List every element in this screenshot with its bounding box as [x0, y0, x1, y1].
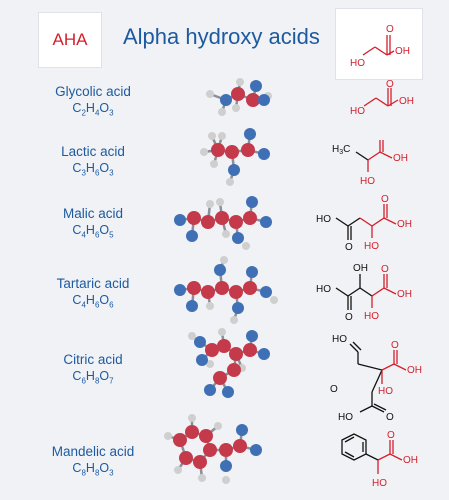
svg-text:OH: OH	[397, 219, 412, 230]
svg-text:O: O	[345, 242, 353, 253]
acid-name: Glycolic acid	[55, 84, 131, 99]
svg-text:O: O	[381, 264, 389, 275]
row-mandelic: Mandelic acid C8H8O3	[0, 414, 449, 494]
acid-formula: C2H4O3	[72, 101, 114, 118]
citric-skeletal: HO O HO O O OH HO	[330, 334, 422, 423]
row-citric: Citric acid C6H8O7	[0, 328, 449, 432]
svg-text:OH: OH	[403, 455, 418, 466]
citric-ball-model	[188, 328, 270, 398]
acid-name: Citric acid	[63, 352, 123, 367]
acid-formula: C6H8O7	[72, 369, 114, 386]
svg-text:HO: HO	[372, 478, 387, 489]
lactic-skeletal: H3C OH HO	[332, 140, 408, 187]
mandelic-skeletal: O OH HO	[341, 430, 418, 489]
svg-text:O: O	[386, 80, 394, 90]
acid-formula: C4H6O6	[72, 293, 114, 310]
svg-text:HO: HO	[350, 106, 365, 117]
malic-ball-model	[174, 196, 272, 250]
svg-text:HO: HO	[332, 334, 347, 345]
svg-text:HO: HO	[316, 284, 331, 295]
lactic-ball-model	[200, 128, 270, 186]
svg-text:H3C: H3C	[332, 144, 350, 156]
tartaric-ball-model	[174, 256, 278, 324]
svg-text:HO: HO	[364, 241, 379, 252]
row-lactic: Lactic acid C3H6O3	[0, 128, 449, 194]
svg-text:O: O	[386, 412, 394, 423]
page-title: Alpha hydroxy acids	[123, 24, 320, 49]
header-structure: O OH HO	[335, 8, 423, 80]
badge-text: AHA	[52, 30, 88, 49]
aha-badge: AHA	[38, 12, 102, 68]
svg-text:O: O	[345, 312, 353, 323]
svg-text:O: O	[387, 430, 395, 441]
row-glycolic: Glycolic acid C2H4O3	[0, 78, 449, 134]
tartaric-skeletal: HO O OH O OH HO	[316, 263, 412, 323]
acid-formula: C4H6O5	[72, 223, 114, 240]
header-o-label: O	[386, 24, 394, 35]
row-malic: Malic acid C4H6O5	[0, 194, 449, 266]
acid-formula: C8H8O3	[72, 461, 114, 478]
svg-text:HO: HO	[338, 412, 353, 423]
svg-text:O: O	[381, 194, 389, 205]
svg-text:OH: OH	[393, 153, 408, 164]
svg-text:OH: OH	[397, 289, 412, 300]
svg-text:O: O	[330, 384, 338, 395]
glycolic-skeletal: O OH HO	[350, 80, 414, 117]
mandelic-ball-model	[164, 414, 262, 484]
acid-name: Mandelic acid	[51, 444, 135, 459]
header-oh-label: OH	[395, 46, 410, 57]
malic-skeletal: HO O O OH HO	[316, 194, 412, 253]
header-glycolic-skeletal: O OH HO	[350, 24, 410, 69]
acid-name: Tartaric acid	[56, 276, 130, 291]
acid-formula: C3H6O3	[72, 161, 114, 178]
row-tartaric: Tartaric acid C4H6O6	[0, 256, 449, 336]
svg-text:HO: HO	[360, 176, 375, 187]
header-ho-label: HO	[350, 58, 365, 69]
svg-text:OH: OH	[407, 365, 422, 376]
svg-text:O: O	[391, 340, 399, 351]
svg-text:HO: HO	[364, 311, 379, 322]
glycolic-ball-model	[206, 78, 272, 116]
svg-text:OH: OH	[399, 96, 414, 107]
acid-name: Lactic acid	[61, 144, 125, 159]
svg-text:OH: OH	[353, 263, 368, 274]
svg-text:HO: HO	[378, 386, 393, 397]
acid-name: Malic acid	[62, 206, 124, 221]
svg-text:HO: HO	[316, 214, 331, 225]
